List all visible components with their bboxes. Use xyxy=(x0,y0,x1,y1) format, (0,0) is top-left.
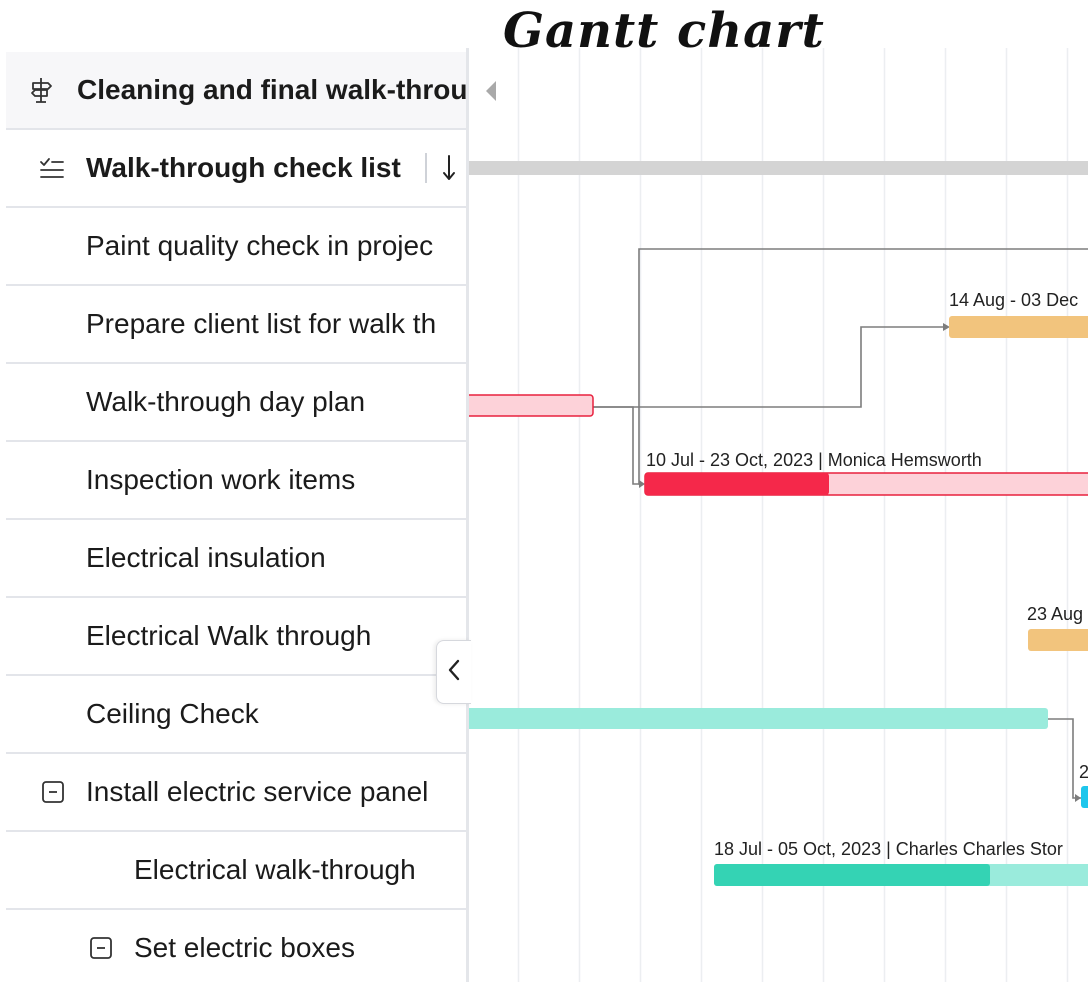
page-title: Gantt chart xyxy=(503,3,825,59)
task-label: Paint quality check in projec xyxy=(86,230,434,261)
task-bar-prepare-client-list[interactable] xyxy=(949,316,1088,338)
task-bar-install-panel[interactable] xyxy=(1081,786,1088,808)
bar-label-date: 10 Jul - 23 Oct, 2023 | Monica Hemsworth xyxy=(646,450,982,470)
task-row-walkthrough-checklist[interactable]: Walk-through check list xyxy=(6,130,466,208)
checklist-icon xyxy=(38,154,66,182)
milestone-sign-icon xyxy=(26,75,56,105)
separator xyxy=(424,153,427,183)
task-label: Install electric service panel xyxy=(86,776,429,807)
task-row[interactable]: Electrical insulation xyxy=(6,520,466,598)
arrow-down-icon[interactable] xyxy=(439,153,459,183)
bar-label-date: 2 xyxy=(1079,762,1088,782)
task-row[interactable]: Ceiling Check xyxy=(6,676,466,754)
collapse-panel-button[interactable] xyxy=(436,640,471,704)
task-label: Cleaning and final walk-throu xyxy=(77,74,466,105)
task-row-set-boxes[interactable]: Set electric boxes xyxy=(6,910,466,982)
bar-label-date: 14 Aug - 03 Dec xyxy=(949,290,1078,310)
task-bar-walkthrough-day-plan[interactable] xyxy=(469,394,594,417)
collapse-box-icon[interactable] xyxy=(41,780,65,804)
task-label: Inspection work items xyxy=(86,464,356,495)
task-bar-ceiling-check[interactable] xyxy=(469,708,1048,729)
gantt-svg: 14 Aug - 03 Dec 10 Jul - 23 Oct, 2023 | … xyxy=(469,48,1088,982)
task-label: Ceiling Check xyxy=(86,698,259,729)
task-row[interactable]: Electrical walk-through xyxy=(6,832,466,910)
task-label: Walk-through check list xyxy=(86,152,401,183)
task-label: Electrical walk-through xyxy=(134,854,416,885)
task-bar-progress xyxy=(645,473,829,495)
task-row-install-panel[interactable]: Install electric service panel xyxy=(6,754,466,832)
task-bar-electrical-walk-through[interactable] xyxy=(1028,629,1088,651)
summary-bar[interactable] xyxy=(469,161,1088,175)
task-row[interactable]: Prepare client list for walk th xyxy=(6,286,466,364)
bar-label-date: 18 Jul - 05 Oct, 2023 | Charles Charles … xyxy=(714,839,1063,859)
task-label: Prepare client list for walk th xyxy=(86,308,437,339)
collapse-box-icon[interactable] xyxy=(89,936,113,960)
task-label: Electrical Walk through xyxy=(86,620,372,651)
task-row[interactable]: Electrical Walk through xyxy=(6,598,466,676)
chevron-left-icon xyxy=(446,658,462,687)
connector-arrowheads xyxy=(639,323,1081,802)
task-row[interactable]: Paint quality check in projec xyxy=(6,208,466,286)
task-list-panel: Cleaning and final walk-throu Walk-throu… xyxy=(0,48,469,982)
bar-label-date: 23 Aug xyxy=(1027,604,1083,624)
gantt-chart-area: 14 Aug - 03 Dec 10 Jul - 23 Oct, 2023 | … xyxy=(469,48,1088,982)
grid-lines xyxy=(517,48,1069,982)
task-row-cleaning[interactable]: Cleaning and final walk-throu xyxy=(6,52,466,130)
task-row[interactable]: Inspection work items xyxy=(6,442,466,520)
scroll-left-icon[interactable] xyxy=(484,80,498,107)
task-label: Electrical insulation xyxy=(86,542,326,573)
task-label: Set electric boxes xyxy=(134,932,355,963)
task-row[interactable]: Walk-through day plan xyxy=(6,364,466,442)
task-bar-progress xyxy=(714,864,990,886)
task-label: Walk-through day plan xyxy=(86,386,366,417)
